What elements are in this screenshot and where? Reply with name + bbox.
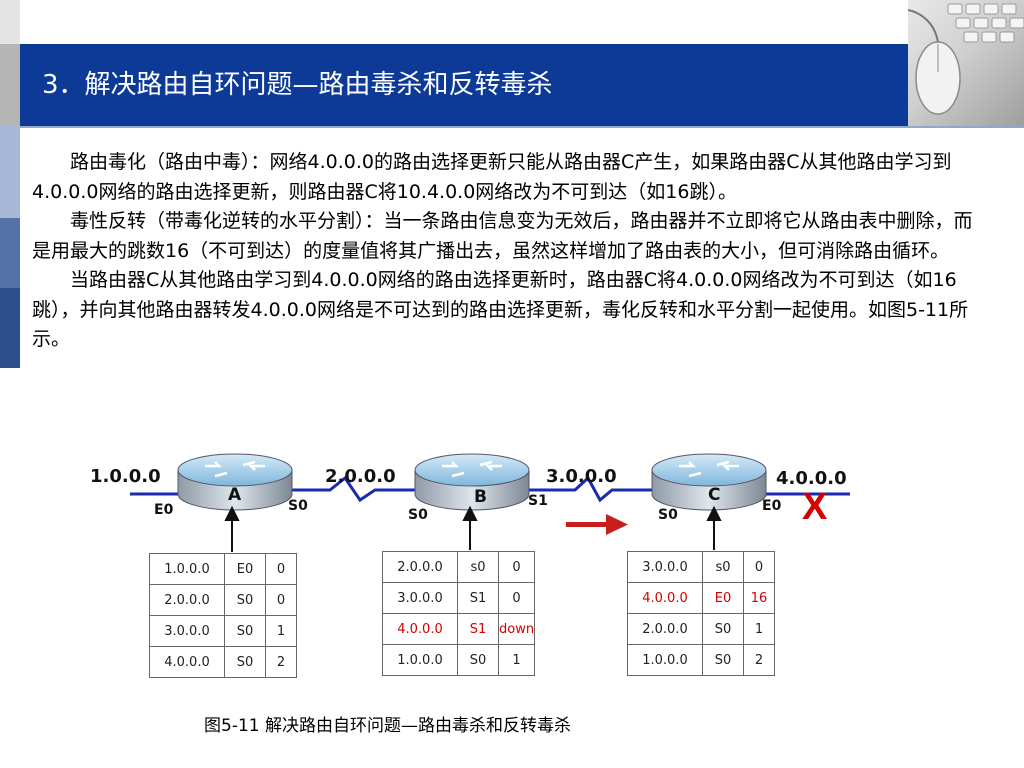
router-c-port-e0: E0: [762, 498, 782, 514]
table-cell-hops: 0: [265, 584, 297, 616]
network-links: [130, 475, 850, 503]
left-deco-5: [0, 288, 20, 368]
table-cell-network: 3.0.0.0: [149, 615, 225, 647]
table-cell-hops: 0: [265, 553, 297, 585]
table-cell-port: S0: [224, 646, 266, 678]
table-cell-network: 2.0.0.0: [382, 551, 458, 583]
header-divider: [20, 126, 1024, 128]
table-cell-hops: 16: [743, 582, 775, 614]
body-text: 路由毒化（路由中毒）：网络4.0.0.0的路由选择更新只能从路由器C产生，如果路…: [32, 148, 977, 355]
table-cell-network: 4.0.0.0: [382, 613, 458, 645]
left-deco-2: [0, 44, 20, 126]
paragraph-poison-reverse: 毒性反转（带毒化逆转的水平分割）：当一条路由信息变为无效后，路由器并不立即将它从…: [32, 210, 973, 262]
left-deco-3: [0, 126, 20, 218]
table-cell-port: S0: [224, 584, 266, 616]
table-cell-port: S0: [224, 615, 266, 647]
network-diagram: [130, 453, 850, 552]
table-cell-port: E0: [224, 553, 266, 585]
table-cell-network: 4.0.0.0: [149, 646, 225, 678]
router-a-icon: [177, 453, 293, 511]
table-cell-hops: 1: [497, 644, 536, 676]
router-a-port-s0: S0: [288, 498, 308, 514]
table-cell-hops: 2: [743, 644, 775, 676]
network-label-1: 1.0.0.0: [90, 466, 161, 487]
slide-title: 3．解决路由自环问题—路由毒杀和反转毒杀: [42, 70, 553, 100]
router-c-port-s0: S0: [658, 507, 678, 523]
paragraph-route-poisoning: 路由毒化（路由中毒）：网络4.0.0.0的路由选择更新只能从路由器C产生，如果路…: [32, 151, 952, 203]
table-cell-network: 3.0.0.0: [627, 551, 703, 583]
paragraph-example: 当路由器C从其他路由学习到4.0.0.0网络的路由选择更新时，路由器C将4.0.…: [32, 269, 969, 350]
router-a-port-e0: E0: [154, 502, 174, 518]
network-label-2: 2.0.0.0: [325, 466, 396, 487]
table-cell-hops: 0: [497, 582, 536, 614]
router-a-label: A: [228, 485, 242, 505]
table-cell-port: E0: [702, 582, 744, 614]
table-cell-port: S1: [457, 613, 499, 645]
table-cell-hops: down: [497, 613, 536, 645]
table-cell-port: S0: [702, 644, 744, 676]
table-cell-network: 1.0.0.0: [627, 644, 703, 676]
router-b-label: B: [474, 487, 487, 507]
network-down-x-mark: X: [802, 486, 828, 528]
table-cell-network: 4.0.0.0: [627, 582, 703, 614]
table-cell-network: 2.0.0.0: [627, 613, 703, 645]
table-cell-hops: 2: [265, 646, 297, 678]
update-direction-arrow: [566, 514, 628, 535]
table-cell-port: S0: [702, 613, 744, 645]
table-cell-hops: 1: [743, 613, 775, 645]
router-b-port-s0: S0: [408, 507, 428, 523]
table-cell-network: 3.0.0.0: [382, 582, 458, 614]
table-cell-network: 1.0.0.0: [149, 553, 225, 585]
table-cell-port: s0: [457, 551, 499, 583]
figure-caption: 图5-11 解决路由自环问题—路由毒杀和反转毒杀: [204, 716, 571, 736]
left-deco-1: [0, 0, 20, 44]
router-c-icon: [651, 453, 767, 511]
router-b-icon: [414, 453, 530, 511]
network-label-4: 4.0.0.0: [776, 468, 847, 489]
table-cell-hops: 1: [265, 615, 297, 647]
table-cell-port: S0: [457, 644, 499, 676]
network-label-3: 3.0.0.0: [546, 466, 617, 487]
table-pointer-arrows: [224, 505, 722, 552]
table-cell-network: 2.0.0.0: [149, 584, 225, 616]
keyboard-mouse-photo: [908, 0, 1024, 126]
title-band: [20, 44, 910, 126]
table-cell-hops: 0: [497, 551, 536, 583]
left-deco-4: [0, 218, 20, 288]
table-cell-network: 1.0.0.0: [382, 644, 458, 676]
table-cell-port: s0: [702, 551, 744, 583]
table-cell-hops: 0: [743, 551, 775, 583]
table-cell-port: S1: [457, 582, 499, 614]
router-b-port-s1: S1: [528, 493, 548, 509]
router-c-label: C: [708, 485, 721, 505]
